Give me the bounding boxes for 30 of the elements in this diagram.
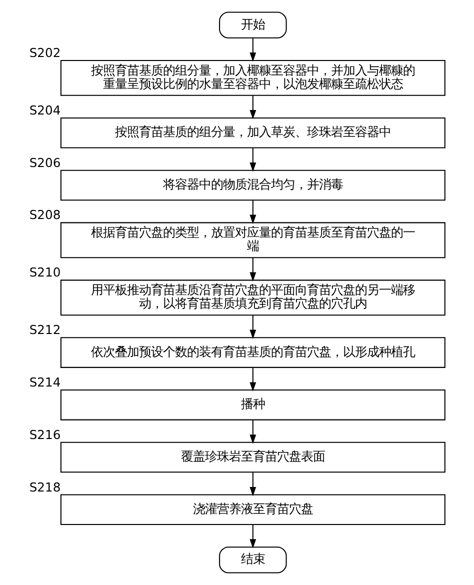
arrow: [250, 38, 256, 62]
arrow: [250, 148, 256, 172]
node-box: 开始: [219, 12, 287, 38]
node-box: 用平板推动育苗基质沿育苗穴盘的平面向育苗穴盘的另一端移动，以将育苗基质填充到育苗穴盘的穴孔内: [60, 280, 446, 316]
node-box: 播种: [60, 390, 446, 420]
arrow: [250, 524, 256, 548]
node-label: S216: [29, 428, 61, 442]
arrow: [250, 368, 256, 392]
node-label: S210: [29, 266, 61, 280]
node-label: S208: [29, 208, 61, 222]
arrow: [250, 420, 256, 444]
node-label: S212: [29, 323, 61, 338]
node-box: 依次叠加预设个数的装有育苗基质的育苗穴盘，以形成种植孔: [60, 337, 446, 368]
node-box: 按照育苗基质的组分量，加入椰糠至容器中，并加入与椰糠的重量呈预设比例的水量至容器中，以泡发椰糠至疏松状态: [60, 60, 446, 96]
arrow: [250, 200, 256, 224]
node-box: 将容器中的物质混合均匀，并消毒: [60, 170, 446, 201]
node-label: S206: [29, 156, 61, 170]
arrow: [250, 315, 256, 339]
node-box: 浇灌营养液至育苗穴盘: [60, 494, 446, 526]
node-box: 按照育苗基质的组分量，加入草炭、珍珠岩至容器中: [60, 117, 446, 148]
node-label: S202: [29, 46, 61, 60]
node-label: S214: [29, 376, 61, 390]
node-box: 根据育苗穴盘的类型，放置对应量的育苗基质至育苗穴盘的一端: [60, 222, 446, 258]
node-label: S204: [29, 103, 61, 118]
node-label: S218: [29, 480, 61, 494]
node-box: 结束: [219, 546, 287, 574]
arrow: [250, 472, 256, 496]
arrow: [250, 95, 256, 120]
arrow: [250, 258, 256, 282]
node-box: 覆盖珍珠岩至育苗穴盘表面: [60, 442, 446, 473]
